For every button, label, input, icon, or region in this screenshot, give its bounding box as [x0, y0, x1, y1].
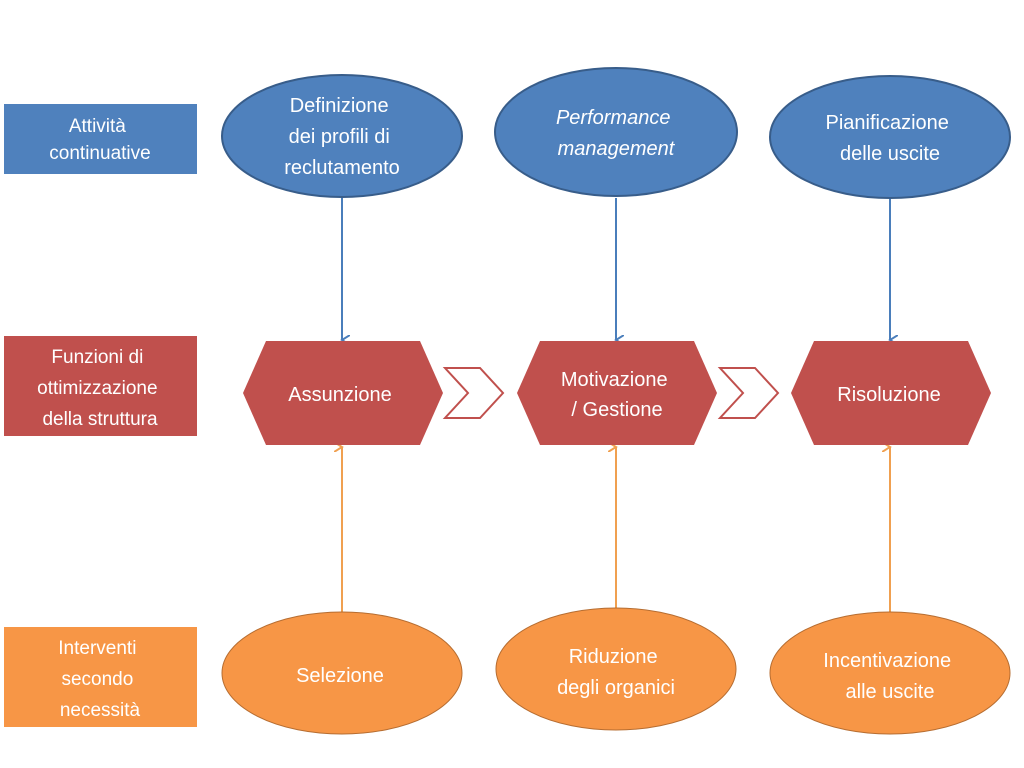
bottom-node-3-shape	[769, 611, 1011, 735]
top-node-3: Pianificazione delle uscite	[769, 75, 1011, 199]
middle-node-2-shape	[517, 341, 717, 445]
bottom-node-3-line-2: alle uscite	[846, 681, 935, 703]
row-label-middle-line-3: della struttura	[42, 409, 158, 430]
middle-node-2-text: Motivazione / Gestione	[561, 369, 673, 421]
bottom-node-1-line-1: Selezione	[296, 665, 384, 687]
row-label-middle-text: Funzioni di ottimizzazione della struttu…	[37, 347, 163, 430]
top-node-3-line-1: Pianificazione	[826, 112, 949, 134]
top-node-3-text: Pianificazione delle uscite	[826, 112, 955, 165]
middle-node-3-text: Risoluzione	[837, 384, 940, 406]
row-label-bottom-line-2: secondo	[61, 669, 133, 690]
middle-node-2-line-1: Motivazione	[561, 369, 668, 391]
bottom-node-3: Incentivazione alle uscite	[769, 611, 1011, 735]
middle-node-1-text: Assunzione	[288, 384, 391, 406]
bottom-node-3-text: Incentivazione alle uscite	[823, 650, 956, 703]
bottom-node-2-line-2: degli organici	[557, 677, 675, 699]
top-node-3-shape	[769, 75, 1011, 199]
middle-node-2: Motivazione / Gestione	[517, 341, 717, 445]
row-label-bottom-text: Interventi secondo necessità	[58, 638, 141, 721]
row-label-bottom: Interventi secondo necessità	[4, 627, 197, 727]
bottom-node-1-shape	[221, 611, 463, 735]
middle-node-3-line-1: Risoluzione	[837, 384, 940, 406]
row-label-middle-line-1: Funzioni di	[51, 347, 143, 368]
bottom-node-2: Riduzione degli organici	[495, 607, 737, 731]
row-label-top-line-1: Attività	[69, 116, 126, 137]
top-node-1-line-3: reclutamento	[284, 157, 400, 179]
row-label-middle: Funzioni di ottimizzazione della struttu…	[4, 336, 197, 436]
bottom-node-3-line-1: Incentivazione	[823, 650, 951, 672]
middle-node-1: Assunzione	[243, 341, 443, 445]
top-node-2-line-1: Performance	[556, 107, 671, 129]
row-label-middle-line-2: ottimizzazione	[37, 378, 157, 399]
top-node-1-line-2: dei profili di	[289, 126, 390, 148]
bottom-node-1-text: Selezione	[296, 665, 384, 687]
top-node-1-line-1: Definizione	[290, 95, 389, 117]
row-label-top-box	[4, 104, 197, 174]
middle-node-3-shape	[791, 341, 991, 445]
bottom-node-1: Selezione	[221, 611, 463, 735]
row-label-middle-box	[4, 336, 197, 436]
middle-node-1-shape	[243, 341, 443, 445]
row-label-top: Attività continuative	[4, 104, 197, 174]
middle-node-1-line-1: Assunzione	[288, 384, 391, 406]
top-node-2-shape	[494, 67, 738, 197]
row-label-bottom-line-1: Interventi	[58, 638, 136, 659]
top-node-1: Definizione dei profili di reclutamento	[221, 74, 463, 198]
row-label-bottom-line-3: necessità	[60, 700, 141, 721]
row-label-top-line-2: continuative	[49, 143, 150, 164]
middle-node-2-line-2: / Gestione	[571, 399, 662, 421]
top-node-1-shape	[221, 74, 463, 198]
top-node-2: Performance management	[494, 67, 738, 197]
bottom-node-2-text: Riduzione degli organici	[557, 646, 675, 699]
top-node-2-line-2: management	[558, 138, 676, 160]
chevron-arrow-icon-2	[717, 367, 780, 419]
bottom-node-2-line-1: Riduzione	[569, 646, 658, 668]
top-node-3-line-2: delle uscite	[840, 143, 940, 165]
chevron-arrow-icon-1	[442, 367, 505, 419]
row-label-top-text: Attività continuative	[49, 116, 150, 164]
bottom-node-2-shape	[495, 607, 737, 731]
row-label-bottom-box	[4, 627, 197, 727]
top-node-2-text: Performance management	[556, 107, 676, 160]
top-node-1-text: Definizione dei profili di reclutamento	[284, 95, 400, 179]
middle-node-3: Risoluzione	[791, 341, 991, 445]
